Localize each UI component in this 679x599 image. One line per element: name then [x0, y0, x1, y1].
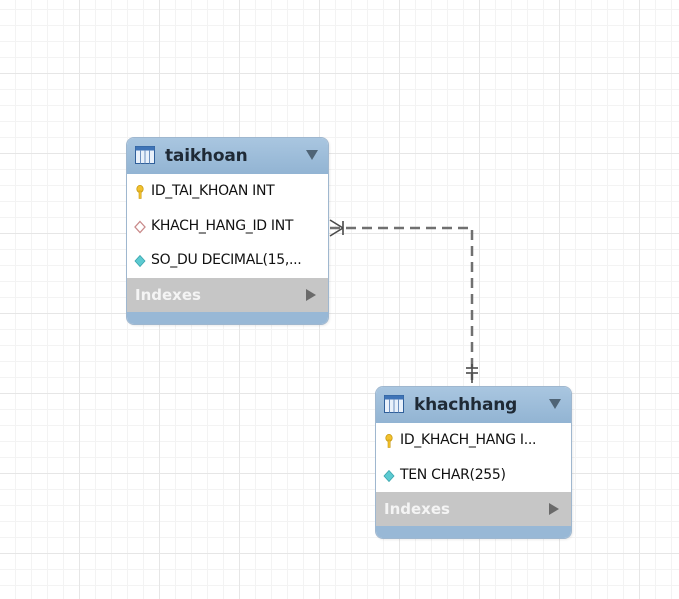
relationship-line — [330, 226, 474, 380]
column-label: KHACH_HANG_ID INT — [151, 217, 294, 234]
indexes-label: Indexes — [135, 285, 201, 304]
many-cardinality-marker — [329, 219, 344, 237]
column-row[interactable]: SO_DU DECIMAL(15,... — [127, 243, 328, 278]
column-row[interactable]: KHACH_HANG_ID INT — [127, 209, 328, 244]
table-footer — [376, 526, 571, 538]
column-label: SO_DU DECIMAL(15,... — [151, 252, 302, 268]
column-list: ID_KHACH_HANG I... TEN CHAR(255) — [376, 423, 571, 492]
collapse-triangle-icon[interactable] — [549, 399, 561, 409]
indexes-section[interactable]: Indexes — [127, 277, 328, 312]
expand-triangle-icon[interactable] — [306, 288, 316, 301]
table-title: khachhang — [414, 395, 518, 415]
table-taikhoan[interactable]: taikhoan ID_TAI_KHOAN INT KHACH_HANG_ID … — [126, 137, 329, 325]
table-footer — [127, 311, 328, 324]
column-label: ID_TAI_KHOAN INT — [151, 183, 275, 199]
table-khachhang[interactable]: khachhang ID_KHACH_HANG I... TEN CHAR(25… — [375, 386, 572, 539]
expand-triangle-icon[interactable] — [549, 503, 559, 515]
collapse-triangle-icon[interactable] — [306, 150, 318, 160]
table-icon — [384, 395, 404, 413]
table-header[interactable]: taikhoan — [127, 138, 328, 174]
one-cardinality-marker — [466, 364, 478, 383]
table-header[interactable]: khachhang — [376, 387, 571, 423]
column-label: ID_KHACH_HANG I... — [400, 432, 537, 448]
column-row[interactable]: TEN CHAR(255) — [376, 458, 571, 493]
indexes-label: Indexes — [384, 500, 450, 518]
column-label: TEN CHAR(255) — [400, 466, 506, 483]
foreign-key-icon — [134, 220, 146, 233]
column-icon — [134, 254, 146, 268]
column-list: ID_TAI_KHOAN INT KHACH_HANG_ID INT SO_DU… — [127, 174, 328, 278]
column-row[interactable]: ID_KHACH_HANG I... — [376, 423, 571, 458]
primary-key-icon — [385, 434, 393, 448]
primary-key-icon — [136, 185, 144, 199]
table-title: taikhoan — [165, 146, 248, 166]
column-row[interactable]: ID_TAI_KHOAN INT — [127, 174, 328, 209]
table-icon — [135, 146, 155, 164]
indexes-section[interactable]: Indexes — [376, 492, 571, 526]
column-icon — [383, 469, 395, 482]
